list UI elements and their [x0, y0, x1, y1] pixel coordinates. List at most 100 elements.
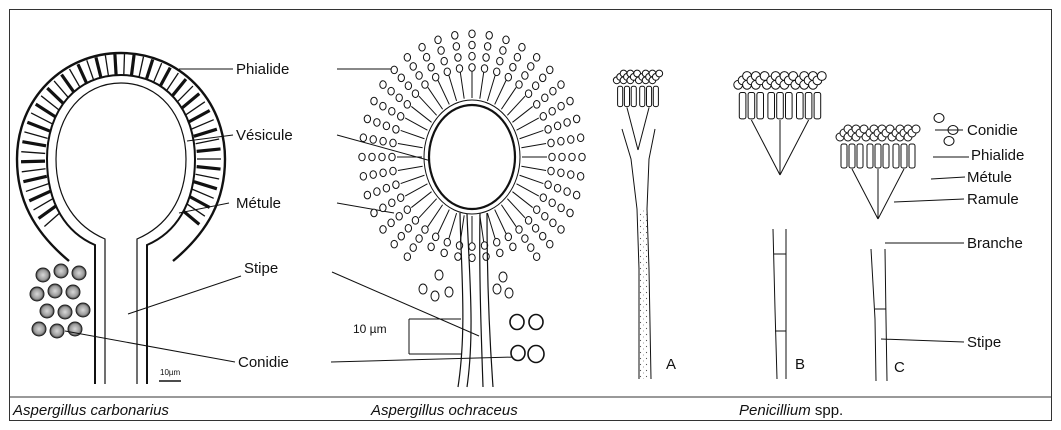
- ochraceus-chain-conidium: [573, 191, 579, 199]
- carbonarius-phialide: [197, 149, 221, 151]
- label-stipe: Stipe: [244, 260, 278, 277]
- ochraceus-chain-conidium: [452, 32, 458, 40]
- ochraceus-chain-conidium: [540, 113, 546, 121]
- ochraceus-chain-conidium: [453, 43, 459, 51]
- ochraceus-chain-conidium: [404, 54, 410, 62]
- ochraceus-chain-conidium: [577, 172, 583, 180]
- ochraceus-chain-conidium: [396, 94, 402, 102]
- ochraceus-chain-conidium: [456, 65, 462, 73]
- ochraceus-chain-conidium: [422, 226, 428, 234]
- caption-aspergillus-carbonarius: Aspergillus carbonarius: [12, 402, 169, 419]
- penicillium-label-conidie: Conidie: [967, 122, 1018, 139]
- ochraceus-chain-conidium: [410, 63, 416, 71]
- illustration-aspergillus-ochraceus: 10 µm: [353, 30, 585, 387]
- label-metule: Métule: [236, 195, 281, 212]
- ochraceus-chain-conidium: [519, 43, 525, 51]
- ochraceus-chain-conidium: [371, 97, 377, 105]
- carbonarius-phialide: [191, 189, 213, 198]
- ochraceus-chain-conidium: [393, 126, 399, 134]
- ochraceus-chain-conidium: [455, 253, 461, 261]
- carbonarius-phialide: [188, 196, 209, 208]
- ochraceus-chain-conidium: [484, 43, 490, 51]
- carbonarius-phialide: [21, 161, 45, 162]
- ochraceus-chain-conidium: [469, 64, 475, 72]
- ochraceus-chain-conidium: [380, 204, 386, 212]
- ochraceus-chain-conidium: [416, 72, 422, 80]
- ochraceus-chain-conidium: [534, 206, 540, 214]
- ochraceus-chain-conidium: [547, 66, 553, 74]
- ochraceus-chain-conidium: [483, 253, 489, 261]
- ochraceus-chain-conidium: [516, 81, 522, 89]
- ochraceus-chain-conidium: [548, 167, 554, 175]
- ochraceus-chain-conidium: [510, 243, 516, 251]
- ochraceus-chain-conidium: [398, 194, 404, 202]
- ochraceus-chain-conidium: [547, 240, 553, 248]
- panel-letter-b: B: [795, 356, 805, 373]
- ochraceus-chain-conidium: [542, 212, 548, 220]
- ochraceus-stipe: [458, 213, 493, 387]
- ochraceus-chain-conidium: [522, 235, 528, 243]
- ochraceus-chain-conidium: [405, 82, 411, 90]
- carbonarius-vesicle: [47, 75, 195, 384]
- ochraceus-conidium: [511, 346, 525, 361]
- ochraceus-chain-conidium: [532, 224, 538, 232]
- ochraceus-chain-conidium: [410, 244, 416, 252]
- ochraceus-chain-conidium: [550, 219, 556, 227]
- ochraceus-chain-conidium: [405, 224, 411, 232]
- penicillium-label-ramule: Ramule: [967, 191, 1019, 208]
- caption-aspergillus-ochraceus: Aspergillus ochraceus: [370, 402, 518, 419]
- ochraceus-chain-conidium: [558, 169, 564, 177]
- ochraceus-chain-conidium: [370, 171, 376, 179]
- carbonarius-phialide: [29, 191, 51, 201]
- ochraceus-chain-conidium: [419, 43, 425, 51]
- panel-letter-c: C: [894, 359, 905, 376]
- ochraceus-chain-conidium: [379, 153, 385, 161]
- ochraceus-vesicle: [429, 105, 515, 209]
- ochraceus-chain-conidium: [545, 181, 551, 189]
- ochraceus-chain-conidium: [532, 82, 538, 90]
- ochraceus-chain-conidium: [550, 87, 556, 95]
- carbonarius-scale-label: 10µm: [160, 368, 181, 377]
- carbonarius-phialide: [21, 152, 45, 154]
- penicillium-conidium: [656, 70, 663, 77]
- penicillium-label-phialide: Phialide: [971, 147, 1024, 164]
- ochraceus-chain-conidium: [374, 188, 380, 196]
- ochraceus-chain-conidium: [398, 113, 404, 121]
- ochraceus-chain-conidium: [441, 57, 447, 65]
- carbonarius-conidia-cluster: [30, 264, 90, 338]
- ochraceus-chain-conidium: [497, 57, 503, 65]
- ochraceus-chain-conidium: [567, 209, 573, 217]
- ochraceus-chain-conidium: [528, 63, 534, 71]
- ochraceus-chain-conidium: [422, 81, 428, 89]
- ochraceus-chain-conidium: [369, 153, 375, 161]
- ochraceus-chain-conidium: [469, 41, 475, 49]
- ochraceus-chain-conidium: [438, 47, 444, 55]
- ochraceus-chain-conidium: [577, 134, 583, 142]
- ochraceus-chain-conidium: [545, 126, 551, 134]
- ochraceus-chain-conidium: [558, 226, 564, 234]
- ochraceus-chain-conidium: [383, 122, 389, 130]
- ochraceus-chain-conidium: [558, 204, 564, 212]
- ochraceus-chain-conidium: [469, 30, 475, 38]
- ochraceus-chain-conidium: [364, 115, 370, 123]
- label-vesicule: Vésicule: [236, 127, 293, 144]
- ochraceus-chain-conidium: [469, 52, 475, 60]
- ochraceus-chain-conidium: [564, 119, 570, 127]
- ochraceus-chain-conidium: [390, 167, 396, 175]
- ochraceus-chain-conidium: [441, 249, 447, 257]
- ochraceus-chain-conidium: [540, 232, 546, 240]
- ochraceus-chain-conidium: [435, 36, 441, 44]
- ochraceus-chain-conidium: [393, 181, 399, 189]
- carbonarius-phialide: [26, 184, 49, 192]
- ochraceus-chain-conidium: [398, 232, 404, 240]
- ochraceus-chain-conidium: [360, 172, 366, 180]
- ochraceus-chain-conidium: [389, 107, 395, 115]
- ochraceus-chain-conidium: [568, 171, 574, 179]
- carbonarius-phialide: [196, 174, 220, 179]
- ochraceus-chain-conidium: [380, 169, 386, 177]
- carbonarius-phialide: [188, 111, 209, 123]
- penicillium-conidium: [817, 72, 826, 81]
- ochraceus-chain-conidium: [486, 32, 492, 40]
- ochraceus-chain-conidium: [404, 101, 410, 109]
- ochraceus-chain-conidium: [380, 81, 386, 89]
